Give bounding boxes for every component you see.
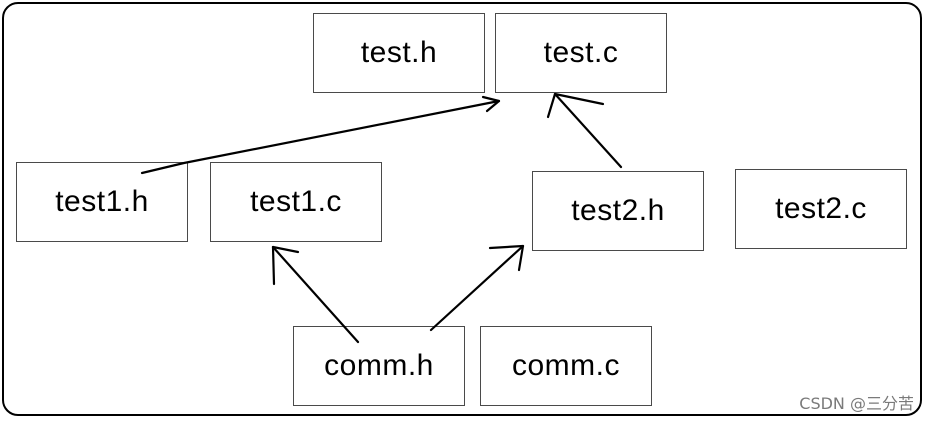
node-label: test2.h <box>571 194 665 227</box>
node-label: comm.h <box>324 349 434 382</box>
node-test2-c: test2.c <box>735 169 907 249</box>
node-label: test.c <box>543 36 619 69</box>
node-test1-c: test1.c <box>210 162 382 242</box>
node-test2-h: test2.h <box>532 171 704 251</box>
node-test-c: test.c <box>495 13 667 93</box>
node-label: test.h <box>360 36 438 69</box>
node-label: test1.c <box>250 185 342 218</box>
node-comm-h: comm.h <box>293 326 465 406</box>
node-label: test1.h <box>55 185 149 218</box>
node-label: test2.c <box>775 192 867 225</box>
node-comm-c: comm.c <box>480 326 652 406</box>
node-label: comm.c <box>512 349 620 382</box>
node-test-h: test.h <box>313 13 485 93</box>
watermark: CSDN @三分苦 <box>799 394 914 413</box>
node-test1-h: test1.h <box>16 162 188 242</box>
